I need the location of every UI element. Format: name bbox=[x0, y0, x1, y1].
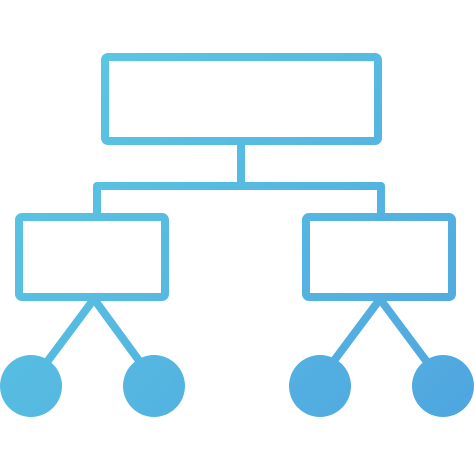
right-branch-lines bbox=[329, 295, 431, 366]
leaf-node-1 bbox=[0, 355, 62, 417]
right-box bbox=[302, 213, 456, 301]
left-box bbox=[15, 213, 169, 301]
leaf-node-2 bbox=[123, 355, 185, 417]
branch-connector bbox=[93, 182, 385, 218]
leaf-node-4 bbox=[412, 355, 474, 417]
leaf-node-3 bbox=[289, 355, 351, 417]
top-box bbox=[101, 53, 382, 145]
left-branch-lines bbox=[43, 295, 144, 366]
